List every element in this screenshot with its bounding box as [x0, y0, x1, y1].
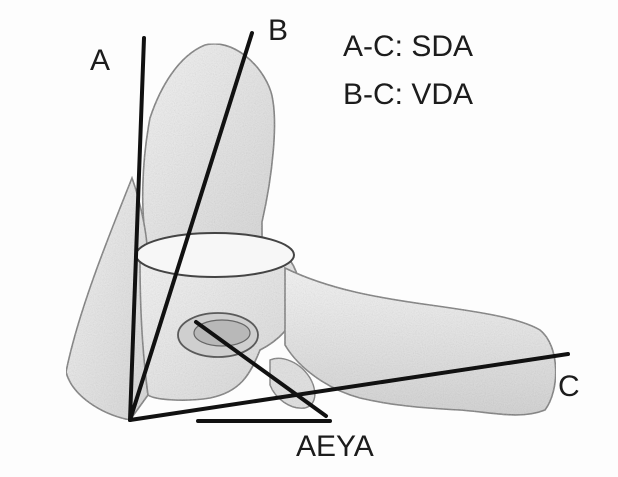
foramen: [178, 313, 258, 357]
label-c: C: [558, 372, 580, 402]
label-aeya: AEYA: [296, 432, 374, 462]
bone-body: [66, 44, 556, 420]
articular-facet: [136, 233, 294, 277]
legend-line-2: B-C: VDA: [343, 80, 473, 110]
label-a: A: [90, 46, 110, 76]
legend-line-1: A-C: SDA: [343, 32, 473, 62]
label-b: B: [268, 16, 288, 46]
